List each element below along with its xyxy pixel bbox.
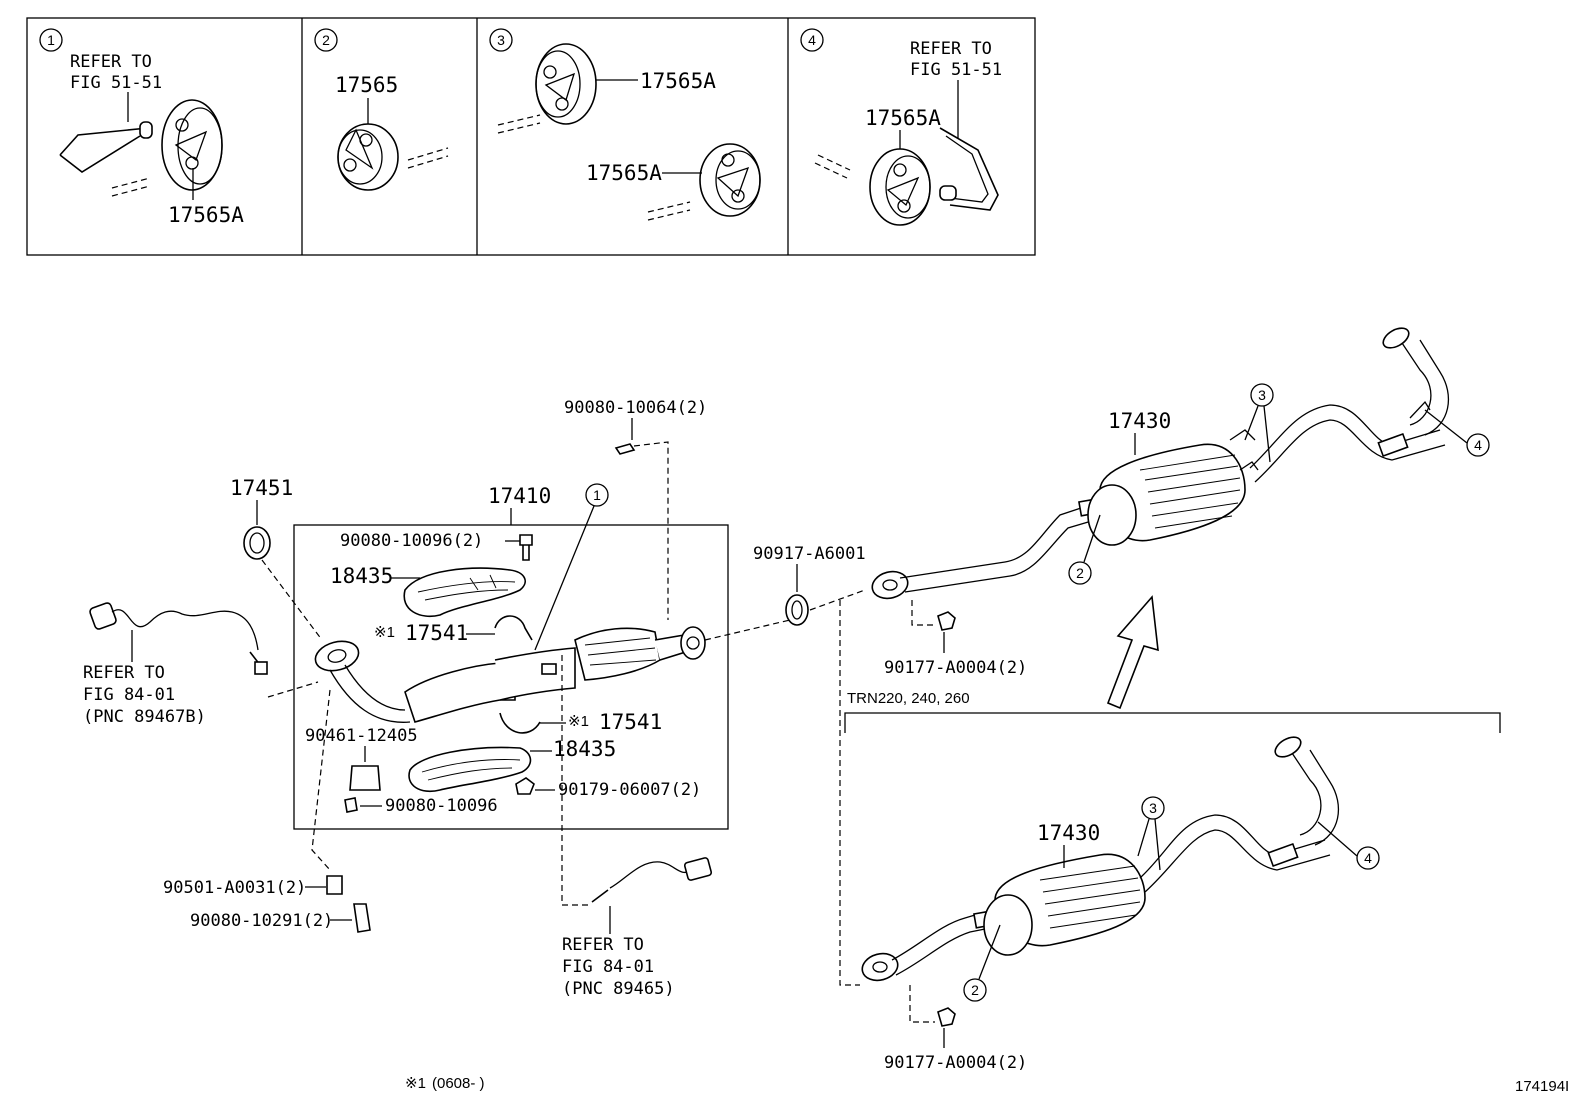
tail-pipe-muffler-lower [861,736,1340,982]
part-label: 17565 [335,73,398,97]
callout-1 [585,483,609,507]
label-17430-bot: 17430 [1037,821,1100,845]
stud-icon [326,875,343,895]
inset-panel-1: 1 REFER TO FIG 51-51 17565A [39,28,244,227]
label-90501: 90501-A0031(2) [163,878,306,898]
variant-label: TRN220, 240, 260 [847,690,970,707]
nut-icon [937,611,956,631]
callout-number: 2 [1076,565,1084,581]
callout-number: 3 [1258,387,1266,403]
bolt-icon [353,903,371,933]
heat-shield-upper [403,567,526,617]
callout-4 [1466,433,1490,457]
gasket-17451 [243,526,271,560]
heat-shield-lower [408,746,532,792]
bolt-icon [614,443,636,455]
callout-number: 3 [1149,800,1157,816]
part-label: 17565A [865,106,941,130]
label-90179: 90179-06007(2) [558,780,701,800]
catalytic-converter [574,627,661,681]
refer-line-2: FIG 51-51 [910,60,1002,80]
part-label: 17565A [586,161,662,185]
label-17541-top: 17541 [405,621,468,645]
panel-number: 2 [322,32,330,48]
footnote-text: (0608- ) [432,1075,485,1092]
inset-frame [26,17,1036,256]
oxygen-sensor-downstream [591,857,713,903]
asterisk-mark-2: ※1 [568,713,589,730]
part-label: 17565A [168,203,244,227]
label-17410: 17410 [488,484,551,508]
callout-3 [1250,383,1274,407]
refer-bottom-line-1: REFER TO [562,935,644,955]
direction-arrow-icon [1106,595,1159,710]
callout-number: 4 [1474,437,1482,453]
clamp-17541-bot [499,712,541,734]
callout-3-lower [1141,796,1165,820]
refer-left-line-2: FIG 84-01 [83,685,175,705]
nut-icon [515,777,535,795]
label-17541-bot: 17541 [599,710,662,734]
refer-left-line-3: (PNC 89467B) [83,707,206,727]
label-17451: 17451 [230,476,293,500]
asterisk-mark-1: ※1 [374,624,395,641]
label-18435-bot: 18435 [553,737,616,761]
clamp-17541-top [494,615,533,641]
inset-panels: 1 REFER TO FIG 51-51 17565A 2 17565 [26,17,1036,256]
label-90461: 90461-12405 [305,726,418,746]
label-90177-top: 90177-A0004(2) [884,658,1027,678]
callout-4-lower [1356,846,1380,870]
bolt-icon [519,534,533,561]
gasket-90917 [785,594,809,626]
label-90080-10096-2: 90080-10096(2) [340,531,483,551]
callout-2-lower [963,978,987,1002]
figure-id: 174194I [1515,1078,1569,1095]
bolt-icon [344,797,358,813]
callout-2 [1068,561,1092,585]
inset-panel-2: 2 17565 [314,28,449,191]
callout-number: 1 [593,487,601,503]
oxygen-sensor-upstream [89,602,268,675]
label-18435-top: 18435 [330,564,393,588]
panel-number: 1 [47,32,55,48]
refer-bottom-line-2: FIG 84-01 [562,957,654,977]
clamp-90461 [349,765,381,791]
refer-bottom-line-3: (PNC 89465) [562,979,675,999]
refer-line-1: REFER TO [910,39,992,59]
inset-panel-3: 3 17565A 17565A [489,28,761,221]
variant-bracket [844,712,1501,733]
nut-icon [937,1007,956,1027]
panel-number: 3 [497,32,505,48]
inset-panel-4: 4 REFER TO FIG 51-51 17565A [800,28,1002,226]
rubber-hanger-icon [535,43,597,125]
front-exhaust-pipe [314,626,706,723]
callout-number: 2 [971,982,979,998]
bracket-shape [59,127,149,173]
rubber-hanger-icon [869,148,931,226]
refer-line-2: FIG 51-51 [70,73,162,93]
label-90080-10291: 90080-10291(2) [190,911,333,931]
refer-left-line-1: REFER TO [83,663,165,683]
label-90917: 90917-A6001 [753,544,866,564]
part-label: 17565A [640,69,716,93]
label-90080-10096: 90080-10096 [385,796,498,816]
label-90080-10064: 90080-10064(2) [564,398,707,418]
footnote-mark: ※1 [405,1075,426,1092]
refer-line-1: REFER TO [70,52,152,72]
label-17430-top: 17430 [1108,409,1171,433]
callout-number: 4 [1364,850,1372,866]
panel-number: 4 [808,32,816,48]
label-90177-bot: 90177-A0004(2) [884,1053,1027,1073]
tail-pipe-muffler-upper [871,327,1450,600]
